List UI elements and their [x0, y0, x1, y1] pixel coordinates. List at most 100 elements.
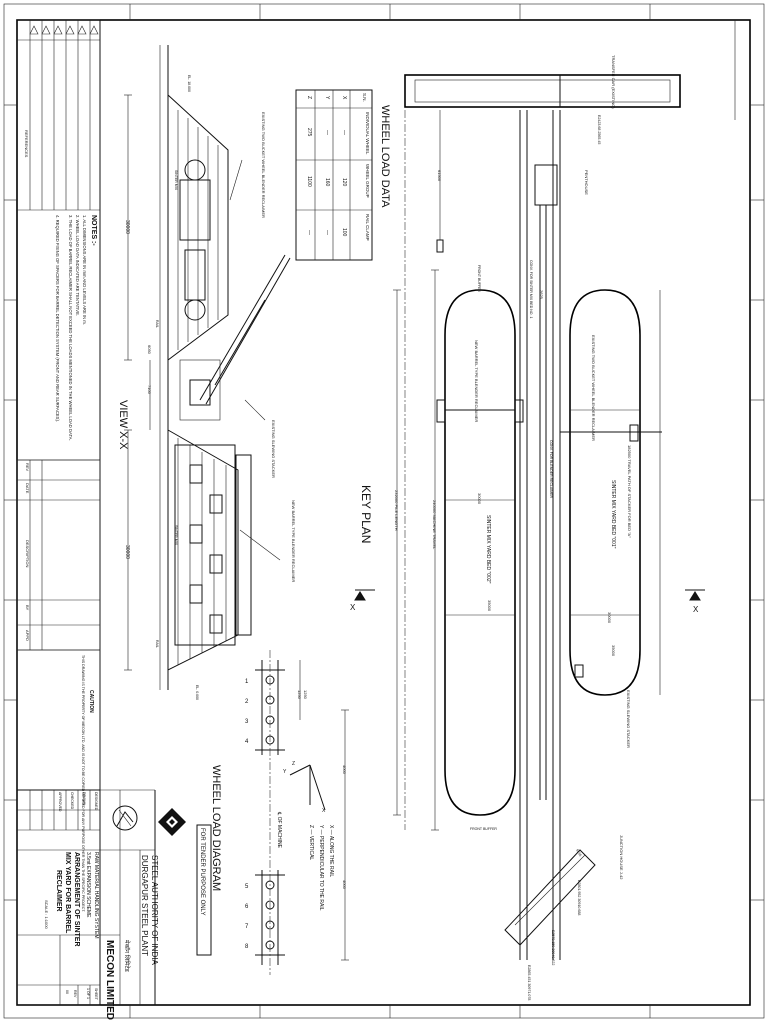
new-barrel-label: NEW BARREL TYPE BLENDER RECLAIMER [474, 340, 479, 422]
key-plan: KEY PLAN TRANSFER CAR (EXISTING) PENTHOU… [350, 55, 705, 1000]
bed-002 [444, 289, 516, 816]
travel-path-2: 232000 PILE LENGTH [394, 490, 399, 531]
rev-header: REV [25, 463, 30, 472]
references-label: REFERENCES [24, 130, 29, 158]
stockpile-right [167, 429, 239, 671]
for-tender-label: FOR TENDER PURPOSE ONLY [199, 828, 205, 915]
front-buffer-2: FRONT BUFFER [470, 827, 497, 831]
wld-row-y-clamp: — [324, 230, 330, 235]
rails [519, 110, 561, 960]
rev-label: REV [73, 990, 77, 998]
conveyor-2-label: CONV. FOR BLENDER RECLAIMER [549, 440, 553, 498]
travel-path-3: 182500 TRAVEL PATH OF STACKER FOR BED "A… [627, 445, 632, 538]
caution-title: CAUTION [88, 690, 94, 713]
wld-row-z-label: Z [306, 96, 312, 99]
junction-house [504, 849, 596, 946]
wld-row-x-group: 120 [341, 178, 347, 187]
centre-of-machine: ℄ OF MACHINE [276, 811, 282, 849]
dim-mid2: 7100 [147, 385, 152, 395]
existing-two-bucket-label: EXISTING TWO BUCKET WHEEL BLENDER RECLAI… [591, 335, 596, 441]
stockpile-left [167, 93, 229, 361]
axis-glyph [289, 764, 326, 811]
date-header: DATE [25, 483, 30, 494]
sheet-value: 1 OF 1 [86, 988, 90, 999]
coord-4: E2865.451 30971.078 [527, 965, 531, 1000]
wheel-num-5: 5 [245, 884, 249, 890]
transfer-car-label: TRANSFER CAR (EXISTING) [611, 55, 616, 109]
rail-2: RAIL [155, 640, 159, 648]
axis-x: X [322, 808, 326, 814]
pent-house-label: PENTHOUSE [584, 170, 589, 195]
travel-path-1: 240000 MACHINE TRAVEL [432, 500, 437, 550]
wheel-load-diagram-title: WHEEL LOAD DIAGRAM [210, 765, 222, 891]
barrel-reclaimer [174, 444, 252, 646]
coord-3: E2578.159 30940.622 [551, 930, 555, 965]
view-xx: 30000 30000 6050 7100 EL. 18.000 EL. 0.0… [117, 45, 296, 700]
by-header: BY [25, 605, 30, 611]
hindi-name: मेकॉन लिमिटेड [123, 940, 131, 973]
el-top: EL. 18.000 [187, 75, 191, 92]
title-block: DESIGNED DRAWN CHECKED APPROVED [16, 789, 186, 1020]
dim-tip: 6155 [575, 849, 582, 858]
note-4: 4. REQUIRED FIXING OF SPACERS FOR BARREL… [55, 215, 60, 422]
section-marker-left: X [350, 603, 356, 612]
rev-value: 00 [65, 990, 69, 994]
caution-text: THIS DRAWING IS THE PROPERTY OF MECON LT… [81, 655, 85, 912]
wld-header-individual: INDIVIDUAL WHEEL [365, 112, 370, 155]
wld-row-x-label: X [341, 96, 347, 100]
rail-1: RAIL [155, 320, 159, 328]
machines [436, 239, 662, 678]
sinter-mix-2: SINTER MIX [174, 525, 178, 546]
wld-row-z-individual: 275 [306, 128, 312, 137]
slewing-stacker [179, 254, 291, 421]
designed-label: DESIGNED [94, 792, 98, 811]
dim-rail-1: 35000 [487, 600, 492, 612]
conveyor-1-label: CONV. FOR SINTER MIX BED NO. 1 [529, 260, 533, 318]
wld-legend-y: Y — PERPENDICULAR TO THE RAIL [318, 825, 324, 911]
pent-house [534, 164, 558, 206]
for-tender-box [196, 824, 212, 956]
transfer-car [404, 74, 681, 108]
section-markers [354, 589, 705, 601]
label-existing-stacker: EXISTING SLEWING STACKER [271, 420, 276, 478]
client-line1: STEEL AUTHORITY OF INDIA [150, 855, 159, 965]
wheel-num-8: 8 [245, 944, 249, 950]
wld-row-y-label: Y [324, 96, 330, 100]
notes-block: NOTES :- 1. ALL DIMENSIONS ARE IN mm AND… [17, 215, 100, 461]
view-xx-title: VIEW X-X [117, 400, 129, 450]
wld-legend-z: Z — VERTICAL [308, 825, 314, 860]
wld-row-z-group: 1100 [306, 176, 312, 187]
left-strip: REFERENCES NOTES :- 1. ALL DIMENSIONS AR… [16, 19, 186, 1020]
project-line2: 3.5mt EXPANSION SCHEME [85, 852, 91, 918]
travel-dims [393, 269, 661, 831]
client-line2: DURGAPUR STEEL PLANT [140, 855, 149, 956]
key-plan-title: KEY PLAN [359, 485, 373, 543]
dim-width-1: 30000 [477, 493, 482, 505]
label-new-barrel: NEW BARREL TYPE BLENDER RECLAIMER [291, 500, 296, 582]
wld-header-sn: S.N. [362, 93, 367, 102]
wld-row-y-individual: — [324, 130, 330, 135]
wld-header-group: WHEEL GROUP [365, 164, 370, 198]
dim-width-2: 30000 [607, 612, 612, 624]
project-line1: RAW MATERIAL HANDLING SYSTEM [93, 852, 99, 939]
wheel-num-6: 6 [245, 904, 249, 910]
scale-label: SCALE : 1:1000 [44, 900, 49, 929]
note-3: 3. THE LOAD OF BARREL RECLAIMER SHALL NO… [68, 215, 73, 441]
wheel-num-2: 2 [245, 699, 249, 705]
drawn-label: DRAWN [82, 792, 86, 806]
view-xx-dims [124, 94, 151, 671]
wheel-load-data: WHEEL LOAD DATA S.N. INDIVIDUAL WHEEL WH… [295, 89, 391, 261]
axis-y: Y [283, 769, 287, 775]
wld-legend-x: X — ALONG THE RAIL [328, 825, 334, 877]
sheet-label: SHEET [94, 988, 98, 1001]
coord-1: E2423.68 2565.45 [597, 115, 601, 144]
title-line2: MIX YARD FOR BARREL [64, 852, 71, 934]
appd-header: APPD [25, 630, 30, 641]
notes-title: NOTES :- [90, 215, 97, 246]
sail-logo [112, 805, 138, 831]
bucket-wheel-reclaimer [179, 159, 211, 321]
wld-dim-1: 4000 [342, 765, 347, 775]
wheel-num-3: 3 [245, 719, 249, 725]
wheel-num-7: 7 [245, 924, 249, 930]
